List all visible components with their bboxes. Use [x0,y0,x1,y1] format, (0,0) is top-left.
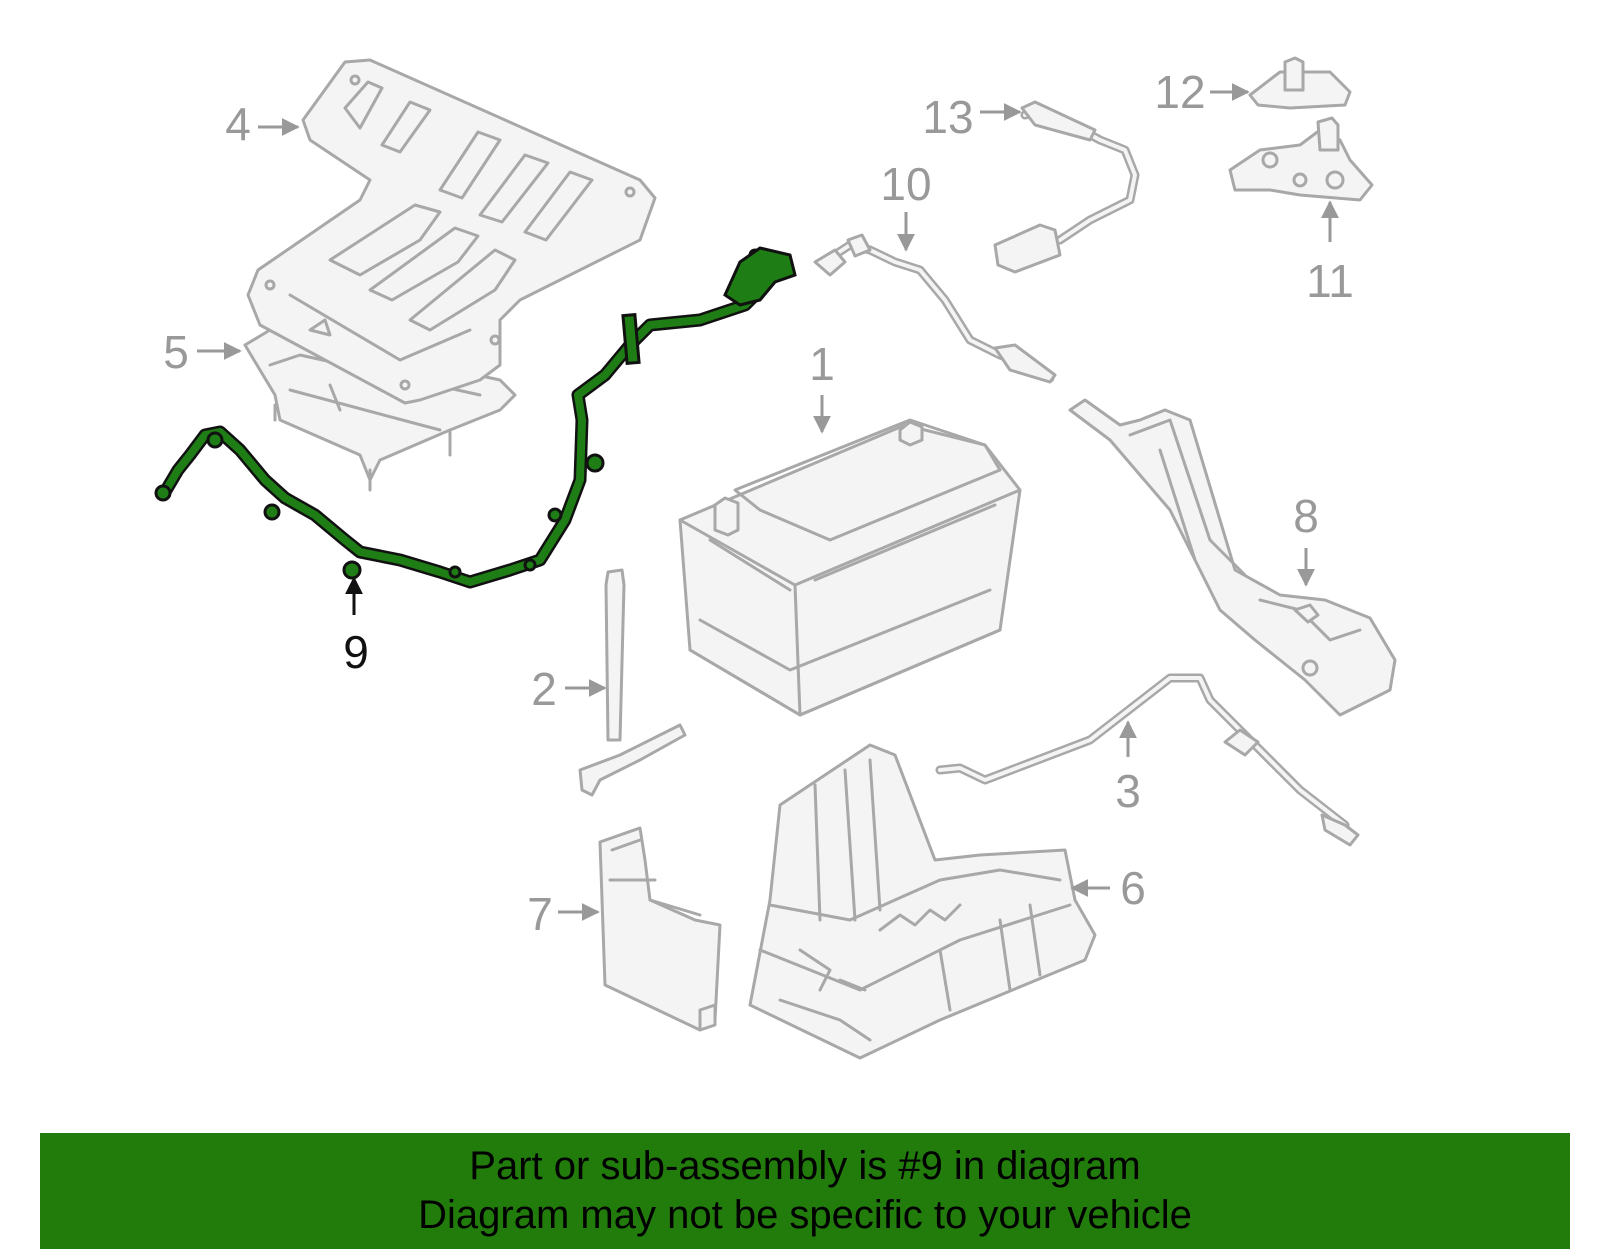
svg-text:1: 1 [809,338,835,390]
part-12-bracket [1248,56,1352,110]
svg-text:4: 4 [225,98,251,150]
notice-banner: Part or sub-assembly is #9 in diagram Di… [40,1133,1570,1249]
part-6-tray [748,743,1097,1060]
svg-text:11: 11 [1306,255,1354,307]
part-13-sensor [993,100,1140,274]
callout-10: 10 [880,158,932,252]
part-10-cable [813,233,1057,384]
callout-12: 12 [1154,66,1250,118]
callout-7: 7 [527,888,600,940]
banner-line-disclaimer: Diagram may not be specific to your vehi… [418,1193,1192,1237]
part-8-bracket [1068,398,1397,717]
svg-text:9: 9 [343,626,369,678]
svg-text:12: 12 [1154,66,1205,118]
parts-diagram: 1 2 3 4 5 6 7 8 9 10 11 12 [154,56,1397,1060]
callout-5: 5 [163,326,242,378]
part-2-rod [578,568,687,797]
callout-11: 11 [1306,200,1354,307]
part-11-bracket [1228,116,1374,202]
callout-6: 6 [1070,862,1146,914]
svg-text:8: 8 [1293,490,1319,542]
part-1-battery [678,418,1022,717]
callout-13: 13 [922,91,1022,143]
svg-text:7: 7 [527,888,553,940]
part-4-cover [246,58,657,405]
svg-text:6: 6 [1120,862,1146,914]
callout-3: 3 [1115,720,1141,817]
callout-1: 1 [809,338,835,434]
banner-line-part: Part or sub-assembly is #9 in diagram [469,1144,1141,1188]
callout-2: 2 [531,663,607,715]
callout-4: 4 [225,98,300,150]
callout-8: 8 [1293,490,1319,587]
svg-text:2: 2 [531,663,557,715]
svg-text:10: 10 [880,158,931,210]
svg-text:13: 13 [922,91,973,143]
svg-text:3: 3 [1115,765,1141,817]
part-7-panel [598,826,722,1032]
callout-9: 9 [343,576,369,678]
part-9-cable [154,246,797,589]
svg-text:5: 5 [163,326,189,378]
part-3-wire [935,673,1360,847]
